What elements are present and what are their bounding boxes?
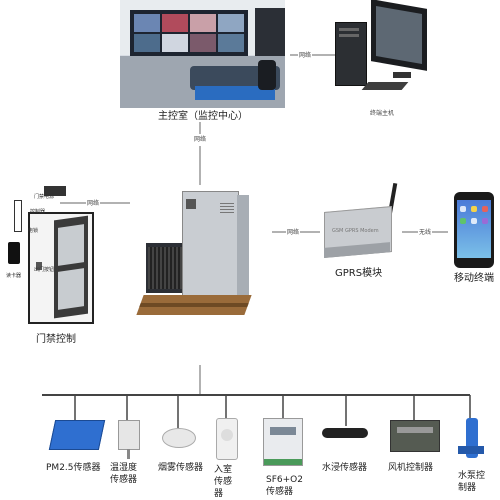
sensor-label-water-leak: 水浸传感器	[322, 463, 368, 473]
door-access-system	[8, 182, 94, 327]
temp-humidity-sensor-icon	[118, 420, 140, 459]
fan-controller-icon	[390, 420, 440, 452]
sensor-label-sf6-o2: SF6+O2 传感器	[266, 475, 303, 497]
mobile-terminal-label: 移动终端	[454, 273, 494, 284]
door-power-label: 门禁电源	[34, 194, 55, 200]
smoke-sensor-icon	[162, 428, 196, 448]
control-cabinet-icon	[136, 185, 252, 325]
sf6-o2-sensor-icon	[263, 418, 303, 466]
control-room-label: 主控室（监控中心）	[158, 111, 248, 122]
sensor-label-pm25: PM2.5传感器	[46, 463, 101, 473]
sensor-label-pump: 水泵控 制器	[458, 471, 486, 493]
door-control-label: 门禁控制	[36, 334, 76, 345]
card-reader-label: 读卡器	[6, 273, 22, 279]
pm25-sensor-icon	[48, 420, 106, 450]
exit-button-label: 出门按钮	[34, 267, 55, 273]
water-pump-icon	[458, 418, 484, 464]
sensor-label-intrusion: 入室 传感 器	[214, 465, 233, 499]
terminal-pc-label: 终端主机	[370, 110, 395, 117]
sensor-label-fan: 风机控制器	[388, 463, 434, 473]
terminal-pc-icon	[335, 0, 430, 94]
sensor-label-temp-humidity: 温湿度 传感器	[110, 463, 138, 485]
net-label-gprs: 网络	[286, 227, 301, 239]
net-label-door: 网络	[86, 198, 101, 210]
net-label-center: 网络	[194, 134, 207, 146]
door-controller-label: 控制器	[30, 209, 46, 215]
control-room-photo	[120, 0, 285, 108]
gprs-module-label: GPRS模块	[335, 268, 383, 279]
mobile-phone-icon	[454, 192, 494, 268]
door-lock-label: 电锁	[28, 228, 39, 234]
gprs-module-icon	[320, 182, 405, 261]
gprs-brand-text: GSM GPRS Modem	[332, 228, 379, 234]
water-leak-sensor-icon	[322, 428, 368, 438]
net-label-pc: 网络	[298, 50, 313, 62]
sensor-label-smoke: 烟雾传感器	[158, 463, 204, 473]
wireless-label: 无线	[418, 227, 433, 239]
intrusion-sensor-icon	[216, 418, 238, 460]
